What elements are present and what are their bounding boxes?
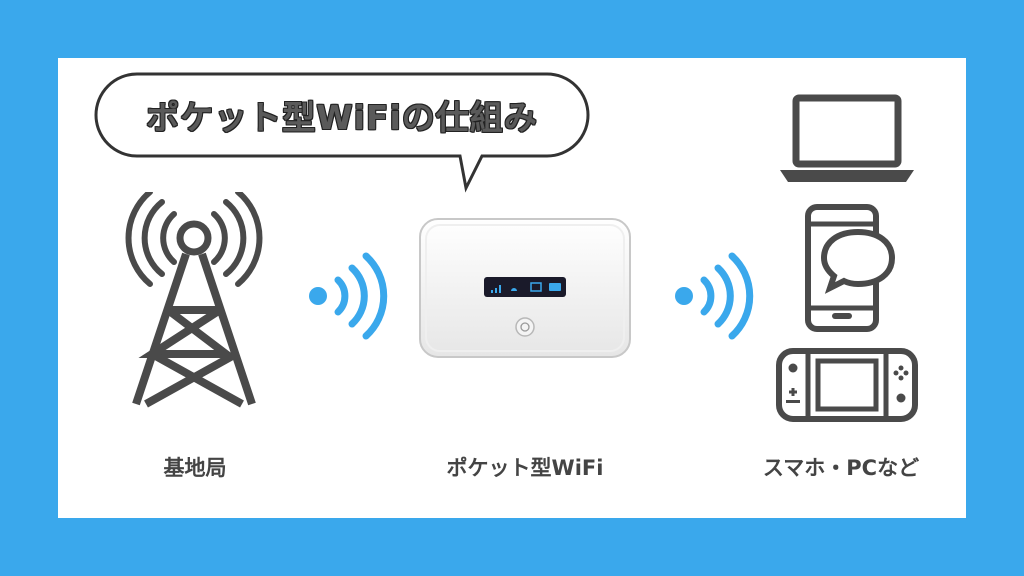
pocket-wifi-device — [419, 218, 631, 358]
cell-tower-icon — [125, 192, 263, 408]
diagram-title: ポケット型WiFiの仕組み — [146, 98, 538, 137]
smartphone-chat-icon — [805, 204, 896, 332]
signal-waves-icon — [675, 252, 754, 340]
router-label: ポケット型WiFi — [446, 456, 604, 480]
devices-label: スマホ・PCなど — [762, 456, 920, 480]
signal-waves-icon — [309, 252, 388, 340]
station-label: 基地局 — [163, 456, 227, 480]
title-bubble: ポケット型WiFiの仕組み — [94, 72, 590, 193]
laptop-icon — [780, 94, 914, 182]
game-console-icon — [776, 348, 918, 422]
